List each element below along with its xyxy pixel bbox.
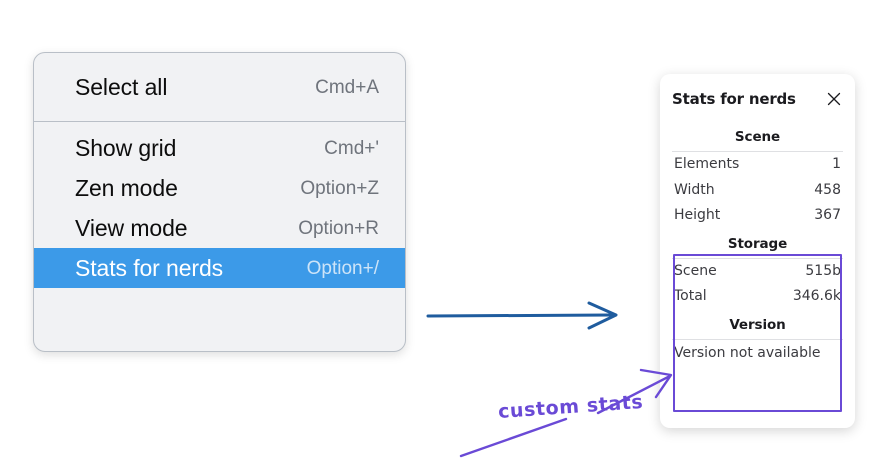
stats-section-storage: Storage Scene 515b Total 346.6k <box>672 229 843 310</box>
stats-row-value: 1 <box>832 156 841 172</box>
stats-row-storage-total: Total 346.6k <box>672 284 843 310</box>
stats-row-label: Width <box>674 181 715 198</box>
stats-panel-header: Stats for nerds <box>672 86 843 112</box>
stats-section-scene: Scene Elements 1 Width 458 Height 367 <box>672 122 843 229</box>
section-title-version: Version <box>672 310 843 340</box>
version-not-available-text: Version not available <box>674 344 821 361</box>
menu-group-2: Show grid Cmd+' Zen mode Option+Z View m… <box>34 122 405 294</box>
menu-item-show-grid[interactable]: Show grid Cmd+' <box>34 128 405 168</box>
stats-row-width: Width 458 <box>672 178 843 204</box>
menu-group-1: Select all Cmd+A <box>34 53 405 121</box>
stats-row-storage-scene: Scene 515b <box>672 259 843 285</box>
menu-item-shortcut: Cmd+A <box>315 76 379 98</box>
stats-row-value: 515b <box>805 262 841 279</box>
menu-divider <box>34 121 405 122</box>
menu-item-label: Select all <box>75 73 168 100</box>
stats-row-label: Total <box>674 288 707 304</box>
menu-item-label: Show grid <box>75 134 177 161</box>
purple-underline-stroke <box>459 417 568 458</box>
close-icon[interactable] <box>825 90 843 108</box>
menu-item-stats-for-nerds[interactable]: Stats for nerds Option+/ <box>34 248 405 288</box>
menu-item-label: View mode <box>75 214 188 241</box>
menu-item-shortcut: Option+/ <box>306 257 379 279</box>
menu-item-view-mode[interactable]: View mode Option+R <box>34 208 405 248</box>
stats-panel-title: Stats for nerds <box>672 90 796 108</box>
stats-row-elements: Elements 1 <box>672 152 843 178</box>
stats-row-value: 458 <box>814 181 841 198</box>
stats-section-version: Version Version not available <box>672 310 843 368</box>
section-title-scene: Scene <box>672 122 843 152</box>
annotation-custom-stats-label: custom stats <box>497 390 645 424</box>
stats-row-label: Height <box>674 207 721 223</box>
menu-item-zen-mode[interactable]: Zen mode Option+Z <box>34 168 405 208</box>
menu-item-label: Stats for nerds <box>75 254 224 281</box>
menu-item-label: Zen mode <box>75 174 178 201</box>
stats-row-label: Scene <box>674 262 717 279</box>
menu-item-shortcut: Option+Z <box>300 177 379 199</box>
blue-arrow-icon <box>426 301 618 330</box>
menu-item-shortcut: Cmd+' <box>324 137 379 159</box>
stats-row-value: 367 <box>814 207 841 223</box>
annotation-purple-highlight-box <box>673 254 842 412</box>
stats-row-value: 346.6k <box>792 288 841 304</box>
menu-item-shortcut: Option+R <box>298 217 379 239</box>
section-title-storage: Storage <box>672 229 843 259</box>
stats-row-label: Elements <box>674 156 740 172</box>
context-menu[interactable]: Select all Cmd+A Show grid Cmd+' Zen mod… <box>33 52 406 352</box>
stats-for-nerds-panel: Stats for nerds Scene Elements 1 Width 4… <box>660 74 855 428</box>
menu-item-select-all[interactable]: Select all Cmd+A <box>34 67 405 107</box>
stats-row-height: Height 367 <box>672 203 843 229</box>
